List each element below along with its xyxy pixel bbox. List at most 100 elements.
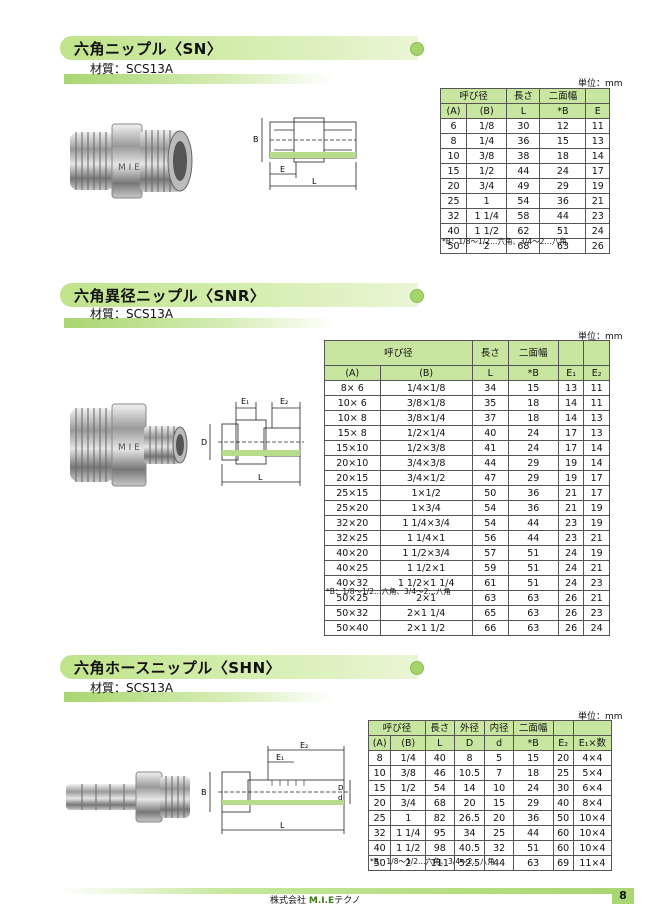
table-cell: 32 xyxy=(367,825,392,841)
table-cell: 25 xyxy=(439,193,468,209)
dim-label-d-inner: d xyxy=(338,794,342,802)
header-cell: 二面幅 xyxy=(539,88,587,104)
header-cell: 長さ xyxy=(425,720,455,736)
table-cell: 19 xyxy=(583,545,610,561)
table-cell: 24 xyxy=(583,620,610,636)
table-cell: 50×40 xyxy=(324,620,381,636)
table-cell: 19 xyxy=(585,178,610,194)
table-header-row: 呼び径 長さ 二面幅 xyxy=(324,340,610,366)
table-cell: 68 xyxy=(425,795,455,811)
table-cell: 10.5 xyxy=(453,765,486,781)
table-cell: 40 xyxy=(552,795,574,811)
table-cell: 10 xyxy=(367,765,392,781)
section-sn: 六角ニップル〈SN〉 材質：SCS13A M I E xyxy=(0,0,650,270)
header-cell: (B) xyxy=(466,103,508,119)
table-cell: 19 xyxy=(583,515,610,531)
table-cell: 51 xyxy=(507,545,559,561)
header-cell: D xyxy=(453,735,486,751)
table-cell: 18 xyxy=(507,395,559,411)
pin-decoration xyxy=(410,661,424,675)
pin-decoration xyxy=(410,289,424,303)
table-cell: 20 xyxy=(484,810,514,826)
table-cell: 15×10 xyxy=(324,440,381,456)
table-cell: 1/4 xyxy=(466,133,508,149)
table-cell: 15 xyxy=(439,163,468,179)
table-cell: 21 xyxy=(557,500,585,516)
table-cell: 1 1/2×3/4 xyxy=(379,545,473,561)
table-cell: 13 xyxy=(585,133,610,149)
table-cell: 1/8 xyxy=(466,118,508,134)
table-cell: 1 1/4×1 xyxy=(379,530,473,546)
table-cell: 24 xyxy=(507,425,559,441)
table-cell: 18 xyxy=(539,148,587,164)
table-cell: 17 xyxy=(557,425,585,441)
table-cell: 17 xyxy=(583,470,610,486)
table-cell: 19 xyxy=(557,455,585,471)
table-cell: 2 xyxy=(390,855,427,871)
table-cell: 26 xyxy=(557,590,585,606)
material-underline xyxy=(64,74,334,84)
table-cell: 29 xyxy=(507,455,559,471)
technical-drawing-snr: E₁ E₂ D L xyxy=(201,397,304,486)
table-cell: 41 xyxy=(471,440,509,456)
technical-drawing-sn: B E L xyxy=(253,117,357,190)
header-cell xyxy=(585,88,610,104)
table-cell: 44 xyxy=(507,530,559,546)
table-cell: 51 xyxy=(507,560,559,576)
table-cell: 24 xyxy=(557,575,585,591)
table-cell: 20 xyxy=(439,178,468,194)
table-cell: 40×20 xyxy=(324,545,381,561)
table-cell: 1×3/4 xyxy=(379,500,473,516)
table-cell: 66 xyxy=(471,620,509,636)
table-cell: 111 xyxy=(425,855,455,871)
header-cell: E₂ xyxy=(583,365,610,381)
header-cell: 呼び径 xyxy=(367,720,427,736)
table-cell: 21 xyxy=(583,590,610,606)
table-cell: 23 xyxy=(557,515,585,531)
dim-label-l: L xyxy=(312,177,317,186)
table-cell: 29 xyxy=(507,470,559,486)
table-cell: 1/4×1/8 xyxy=(379,380,473,396)
table-cell: 58 xyxy=(506,208,541,224)
table-cell: 3/8×1/4 xyxy=(379,410,473,426)
table-cell: 3/4 xyxy=(466,178,508,194)
table-cell: 49 xyxy=(506,178,541,194)
dim-label-e1: E₁ xyxy=(276,753,284,762)
table-cell: 82 xyxy=(425,810,455,826)
table-cell: 10×4 xyxy=(572,840,613,856)
table-cell: 24 xyxy=(539,163,587,179)
footer-band xyxy=(60,888,620,894)
table-cell: 37 xyxy=(471,410,509,426)
table-cell: 32 xyxy=(484,840,514,856)
dim-label-b: B xyxy=(253,135,259,144)
table-cell: 98 xyxy=(425,840,455,856)
table-cell: 44 xyxy=(539,208,587,224)
table-cell: 36 xyxy=(506,133,541,149)
table-cell: 50×32 xyxy=(324,605,381,621)
dim-label-e2: E₂ xyxy=(280,397,288,406)
table-cell: 95 xyxy=(425,825,455,841)
header-cell: *B xyxy=(507,365,559,381)
header-cell: *B xyxy=(539,103,587,119)
table-cell: 32×25 xyxy=(324,530,381,546)
table-cell: 60 xyxy=(552,840,574,856)
table-cell: 35 xyxy=(471,395,509,411)
table-cell: 21 xyxy=(557,485,585,501)
header-cell: 呼び径 xyxy=(439,88,508,104)
table-cell: 11 xyxy=(583,395,610,411)
page-number: 8 xyxy=(612,888,634,904)
material-label: 材質：SCS13A xyxy=(90,62,174,76)
dim-label-b: B xyxy=(201,788,207,797)
